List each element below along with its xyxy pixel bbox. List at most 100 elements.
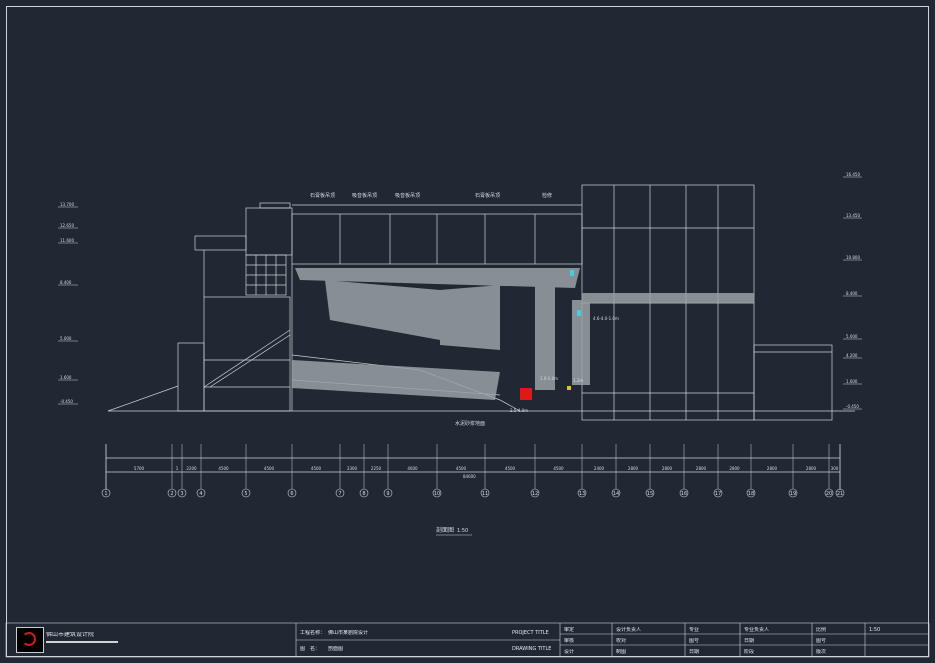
ceiling-label-2: 吸音板吊顶 xyxy=(352,192,377,199)
ceiling-label-5: 检修 xyxy=(542,192,552,199)
section-title: 剖面图 xyxy=(436,526,454,534)
axis-20: 20 xyxy=(824,444,834,498)
elevation-label: 8.400 xyxy=(60,280,72,285)
dimension-label: 2250 xyxy=(371,466,382,471)
ceiling-label-1: 石膏板吊顶 xyxy=(310,192,335,199)
axis-11: 11 xyxy=(480,444,490,498)
scale-label: 1:50 xyxy=(457,528,468,534)
axis-label: 3 xyxy=(180,491,183,497)
ceiling-label-4: 石膏板吊顶 xyxy=(475,192,500,199)
elevation-label: 8.400 xyxy=(846,291,858,296)
elevation-label: 12.650 xyxy=(60,223,74,228)
axis-4: 4 xyxy=(196,444,206,498)
axis-18: 18 xyxy=(746,444,756,498)
dimension-label: 4500 xyxy=(553,466,564,471)
title-block-cell: 制图 xyxy=(616,649,627,655)
axis-label: 19 xyxy=(790,491,796,497)
dimension-label: 4500 xyxy=(505,466,516,471)
axis-9: 9 xyxy=(383,444,393,498)
elevation-label: -0.450 xyxy=(846,404,859,409)
axis-17: 17 xyxy=(713,444,723,498)
axis-2: 2 xyxy=(167,444,177,498)
dimension-label: 4500 xyxy=(218,466,229,471)
title-block-cell: 日期 xyxy=(744,638,755,644)
dimension-label: 2800 xyxy=(628,466,639,471)
axis-label: 16 xyxy=(681,491,687,497)
axis-6: 6 xyxy=(287,444,297,498)
dimension-label: 2800 xyxy=(662,466,673,471)
dimension-label: 3300 xyxy=(347,466,358,471)
axis-label: 20 xyxy=(826,491,832,497)
note-4: 1.2m xyxy=(573,378,583,383)
dimension-label: 4500 xyxy=(456,466,467,471)
drawing-name: 剖面图 xyxy=(328,646,344,652)
drawing-frame xyxy=(6,6,929,657)
title-block-cell: 图号 xyxy=(689,638,700,644)
axis-label: 21 xyxy=(837,491,843,497)
axis-19: 19 xyxy=(788,444,798,498)
company-logo xyxy=(16,627,44,653)
axis-label: 4 xyxy=(199,491,202,497)
dimension-label: 2800 xyxy=(806,466,817,471)
floor-label: 水泥砂浆地面 xyxy=(455,420,485,427)
title-block-cell: 图号 xyxy=(816,638,827,644)
title-block-cell: 审核 xyxy=(564,638,575,644)
elevation-label: 10.800 xyxy=(846,255,860,260)
axis-label: 5 xyxy=(244,491,247,497)
title-block-cell: 设计负责人 xyxy=(616,627,642,633)
dimension-label: 4600 xyxy=(407,466,418,471)
dimension-label: 2200 xyxy=(186,466,197,471)
axis-label: 6 xyxy=(290,491,293,497)
note-2: 2.5-4.0m xyxy=(510,408,528,413)
elevations-right: 16.45013.45010.8008.4005.0004.2001.600-0… xyxy=(843,172,862,410)
ceiling-label-3: 吸音板吊顶 xyxy=(395,192,420,199)
axis-label: 8 xyxy=(362,491,365,497)
axis-5: 5 xyxy=(241,444,251,498)
axis-label: 9 xyxy=(386,491,389,497)
dimension-label: 2800 xyxy=(729,466,740,471)
total-dimension: 84600 xyxy=(463,474,476,479)
note-1: 1.0-1.0m xyxy=(540,376,558,381)
dimension-label: 2800 xyxy=(696,466,707,471)
axis-13: 13 xyxy=(577,444,587,498)
axis-14: 14 xyxy=(611,444,621,498)
axis-label: 10 xyxy=(434,491,440,497)
elevation-label: 13.700 xyxy=(60,202,74,207)
axis-10: 10 xyxy=(432,444,442,498)
axis-label: 2 xyxy=(170,491,173,497)
company-subline xyxy=(46,641,118,643)
dimension-label: 4500 xyxy=(264,466,275,471)
project-label: 工程名称： xyxy=(300,630,326,636)
axis-label: 15 xyxy=(647,491,653,497)
elevation-label: 5.000 xyxy=(846,334,858,339)
elevation-label: 1.600 xyxy=(60,375,72,380)
dimension-label: 5700 xyxy=(134,466,145,471)
axis-16: 16 xyxy=(679,444,689,498)
title-block-cell: 阶段 xyxy=(744,649,755,655)
dimension-label: 2800 xyxy=(767,466,778,471)
title-block-cell: 专业负责人 xyxy=(744,627,770,633)
dimension-label: 2400 xyxy=(594,466,605,471)
elevation-label: 13.450 xyxy=(846,213,860,218)
title-block-cell: 1:50 xyxy=(869,627,881,633)
title-block-cell: 比例 xyxy=(816,627,827,633)
elevation-label: 5.000 xyxy=(60,336,72,341)
title-block-cell: 设计 xyxy=(564,649,575,655)
axis-3: 3 xyxy=(177,444,187,498)
axis-label: 7 xyxy=(338,491,341,497)
project-title-label: PROJECT TITLE xyxy=(512,630,549,636)
elevation-label: 11.600 xyxy=(60,238,74,243)
axis-15: 15 xyxy=(645,444,655,498)
drawing-title-label: DRAWING TITLE xyxy=(512,646,552,652)
title-block-cell: 专业 xyxy=(689,627,700,633)
dimension-label: 4500 xyxy=(311,466,322,471)
axis-label: 18 xyxy=(748,491,754,497)
note-3: 4.6-4.0-1.0m xyxy=(593,316,619,321)
axis-label: 1 xyxy=(104,491,107,497)
axis-label: 17 xyxy=(715,491,721,497)
title-block-cell: 审定 xyxy=(564,627,575,633)
title-block-cell: 校对 xyxy=(616,638,627,644)
